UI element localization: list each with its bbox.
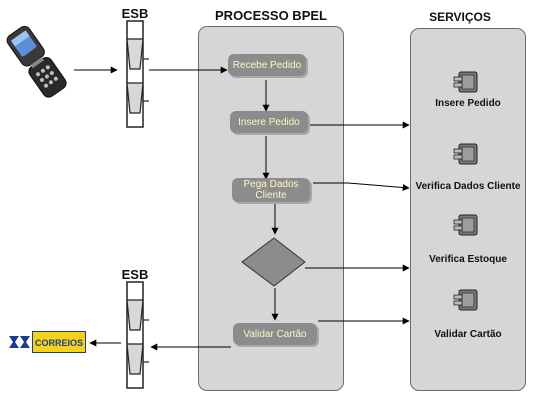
esb-bottom-header: ESB	[121, 267, 149, 282]
step-insere-pedido[interactable]: Insere Pedido	[230, 111, 308, 133]
correios-logo-text: CORREIOS	[35, 338, 84, 348]
step-pega-dados-cliente[interactable]: Pega Dados Cliente	[232, 178, 310, 202]
services-header: SERVIÇOS	[429, 10, 491, 24]
process-header: PROCESSO BPEL	[215, 8, 327, 23]
correios-logo: CORREIOS	[9, 331, 87, 353]
service-label-insere-pedido: Insere Pedido	[435, 98, 501, 109]
service-component-icon	[453, 71, 478, 93]
esb-bottom-bar	[126, 281, 149, 389]
step-recebe-pedido[interactable]: Recebe Pedido	[228, 54, 306, 76]
arrow-pega-to-service	[313, 182, 410, 191]
mobile-phone-icon	[6, 25, 67, 98]
service-label-validar-cartao: Validar Cartão	[434, 329, 502, 340]
correios-logo-mark	[9, 336, 30, 348]
step-validar-cartao[interactable]: Validar Cartão	[233, 323, 317, 345]
service-component-icon	[453, 214, 478, 236]
correios-logo-text-box: CORREIOS	[32, 331, 87, 353]
esb-top-bar	[126, 20, 149, 128]
service-label-verifica-estoque: Verifica Estoque	[429, 254, 507, 265]
service-component-icon	[453, 289, 478, 311]
service-label-verifica-dados-cliente: Verifica Dados Cliente	[415, 181, 521, 192]
decision-diamond	[241, 237, 306, 287]
service-component-icon	[453, 143, 478, 165]
esb-top-header: ESB	[121, 6, 149, 21]
